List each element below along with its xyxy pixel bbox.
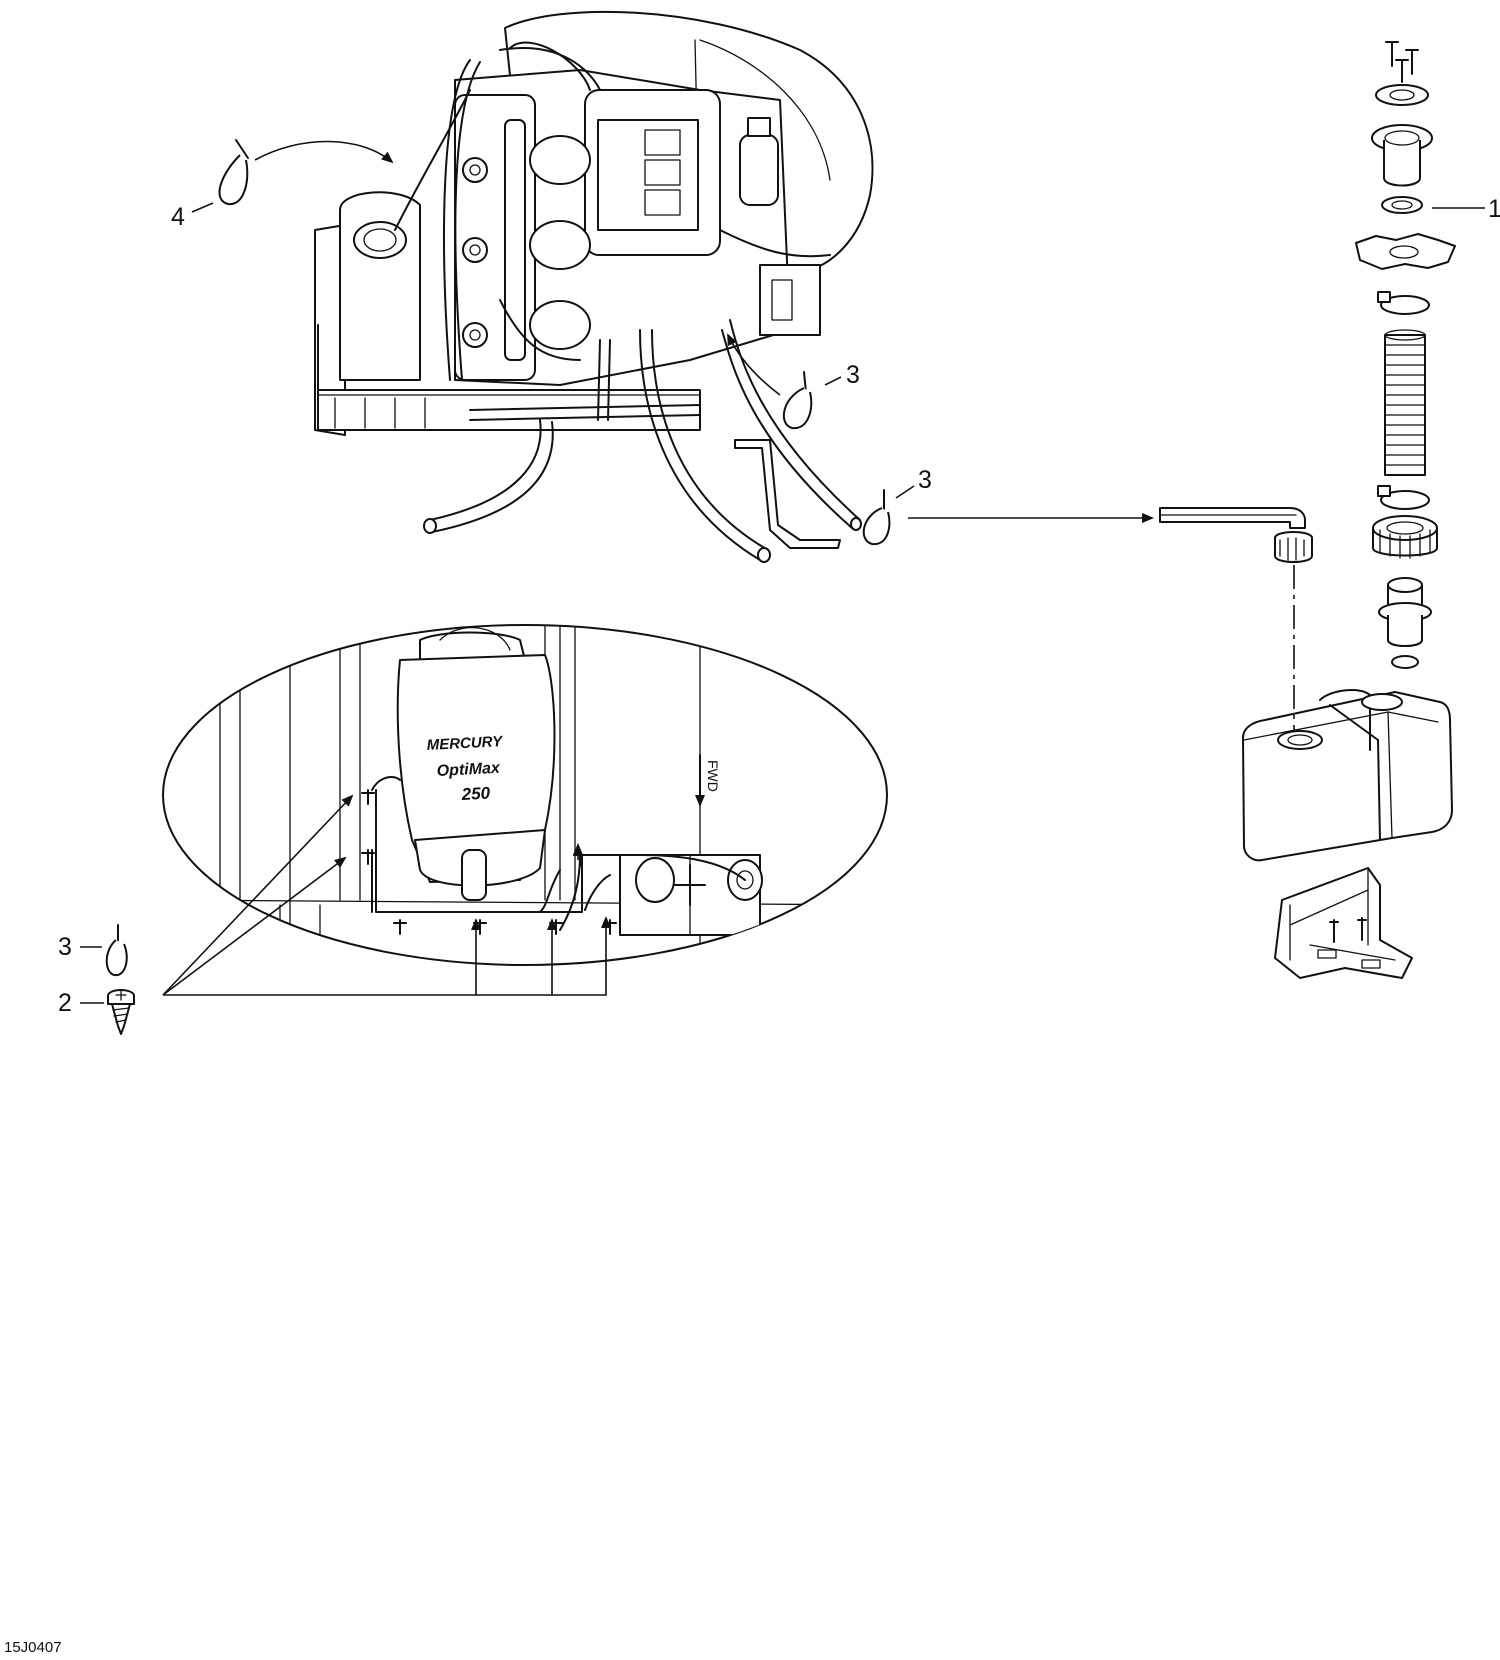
- cable-tie-symbols: [105, 139, 891, 1035]
- oil-tank-exploded-view: [1159, 41, 1456, 979]
- cable-tie-icon: [105, 924, 128, 977]
- cable-tie-icon: [862, 489, 891, 546]
- tank-bracket: [1274, 867, 1413, 979]
- cable-tie-icon: [783, 371, 813, 430]
- engine-hp-label: 250: [460, 784, 491, 805]
- hose-clamp-upper: [1377, 291, 1430, 315]
- tube-o-ring: [1391, 655, 1419, 669]
- oil-tank: [1242, 688, 1453, 862]
- fwd-label: FWD: [705, 760, 721, 792]
- leader-lines: [162, 140, 1485, 996]
- filler-neck-fitting: [1371, 124, 1433, 187]
- hose-routing-detail-view: MERCURY OptiMax 250 FWD: [162, 624, 888, 966]
- engine-bay-illustration: [314, 10, 874, 563]
- callout-3-engine: 3: [846, 361, 860, 389]
- o-ring: [1381, 196, 1423, 214]
- cap-ring: [1375, 84, 1429, 106]
- callout-4: 4: [171, 203, 185, 231]
- callout-3-vent-line: 3: [918, 466, 932, 494]
- callout-labels: 1 4 3 3 3 2: [58, 195, 1500, 1017]
- corrugated-hose: [1384, 329, 1426, 476]
- filler-tube: [1378, 577, 1432, 647]
- tank-vent-tube: [1159, 507, 1313, 563]
- sheet-metal-screw-icon: [107, 989, 135, 1035]
- engine-brand-label: MERCURY: [426, 733, 504, 754]
- callout-1: 1: [1488, 195, 1500, 223]
- screw-pair: [1385, 41, 1419, 83]
- forward-direction-indicator: FWD: [695, 754, 721, 807]
- cable-tie-icon: [218, 139, 249, 206]
- locking-nut: [1372, 515, 1438, 559]
- hose-clamp-lower: [1377, 485, 1430, 510]
- figure-id: 15J0407: [4, 1639, 62, 1656]
- callout-2: 2: [58, 989, 72, 1017]
- engine-model-label: OptiMax: [436, 760, 501, 780]
- callout-3-detail: 3: [58, 933, 72, 961]
- gasket: [1355, 233, 1456, 270]
